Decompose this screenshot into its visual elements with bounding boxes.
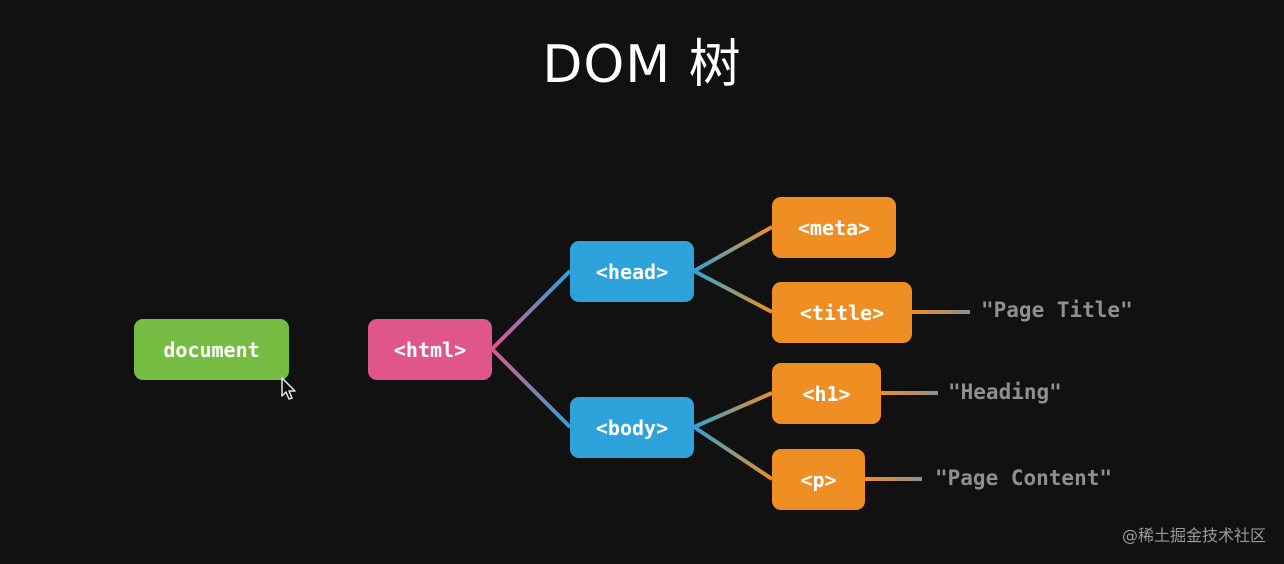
edge-body-p [692, 425, 774, 481]
edge-head-meta [693, 225, 773, 273]
edge-html-head [490, 269, 572, 351]
node-body: <body> [570, 397, 694, 458]
node-document: document [134, 319, 289, 380]
edge-html-body [490, 347, 572, 429]
node-title: <title> [772, 282, 912, 343]
edge-head-title [693, 269, 773, 314]
node-head: <head> [570, 241, 694, 302]
watermark: @稀土掘金技术社区 [1121, 526, 1266, 545]
edge-body-h1 [693, 391, 773, 429]
node-p: <p> [772, 449, 865, 510]
text-node-page-title: "Page Title" [981, 298, 1133, 322]
diagram-title: DOM 树 [542, 35, 742, 95]
text-node-heading: "Heading" [948, 380, 1062, 404]
mouse-pointer-icon [281, 377, 296, 400]
node-meta: <meta> [772, 197, 896, 258]
node-html: <html> [368, 319, 492, 380]
node-h1: <h1> [772, 363, 881, 424]
text-node-page-content: "Page Content" [935, 466, 1113, 490]
